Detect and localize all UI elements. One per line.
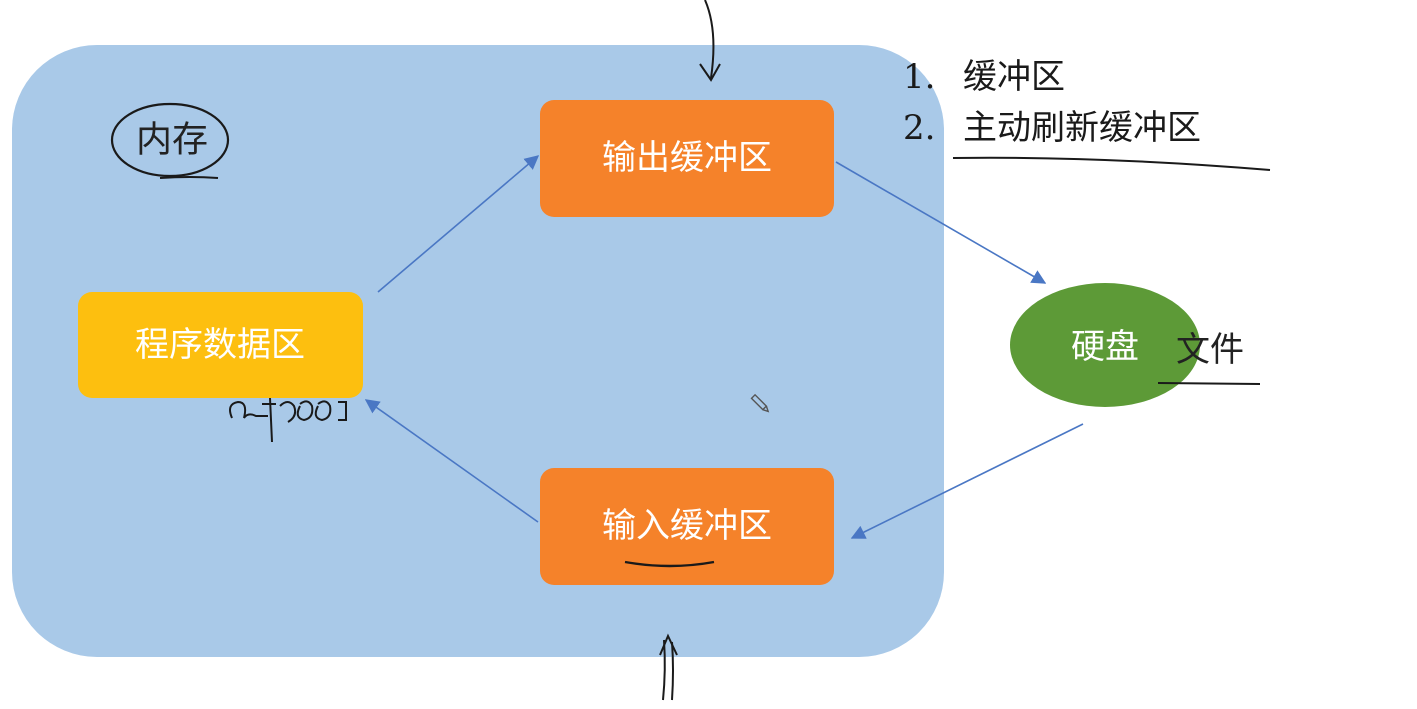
memory-label-group: 内存: [110, 102, 230, 179]
note-1-text: 缓冲区: [963, 57, 1065, 97]
pencil-icon: [750, 393, 770, 413]
note-1-number: 1.: [903, 57, 935, 97]
input-buffer-underline: [624, 560, 715, 568]
note-2-number: 2.: [903, 108, 935, 148]
note-2-text: 主动刷新缓冲区: [963, 108, 1201, 148]
memory-label: 内存: [136, 120, 208, 161]
notes-list: 1. 缓冲区 2. 主动刷新缓冲区: [903, 57, 1271, 171]
arrow-input-to-program: [364, 399, 539, 523]
arrow-disk-to-input: [850, 423, 1084, 539]
handwritten-scribble: [229, 397, 347, 443]
output-buffer-node: 输出缓冲区: [540, 100, 834, 217]
note-2-underline: [952, 156, 1271, 171]
program-data-label: 程序数据区: [135, 325, 305, 365]
disk-label: 硬盘: [1071, 327, 1139, 367]
file-underline: [1157, 382, 1261, 385]
output-buffer-label: 输出缓冲区: [602, 138, 772, 178]
input-buffer-node: 输入缓冲区: [540, 468, 834, 585]
handwritten-up-arrow: [659, 633, 678, 701]
memory-label-underline: [159, 176, 219, 179]
file-label: 文件: [1176, 330, 1244, 370]
file-annotation: 文件: [1157, 330, 1261, 385]
memory-label-circle: [110, 102, 230, 178]
input-buffer-label: 输入缓冲区: [602, 506, 772, 546]
program-data-node: 程序数据区: [78, 292, 363, 398]
arrow-program-to-output: [377, 155, 540, 293]
handwritten-down-arrow: [699, 0, 721, 82]
arrow-output-to-disk: [835, 161, 1047, 284]
disk-node: 硬盘: [1010, 283, 1200, 407]
